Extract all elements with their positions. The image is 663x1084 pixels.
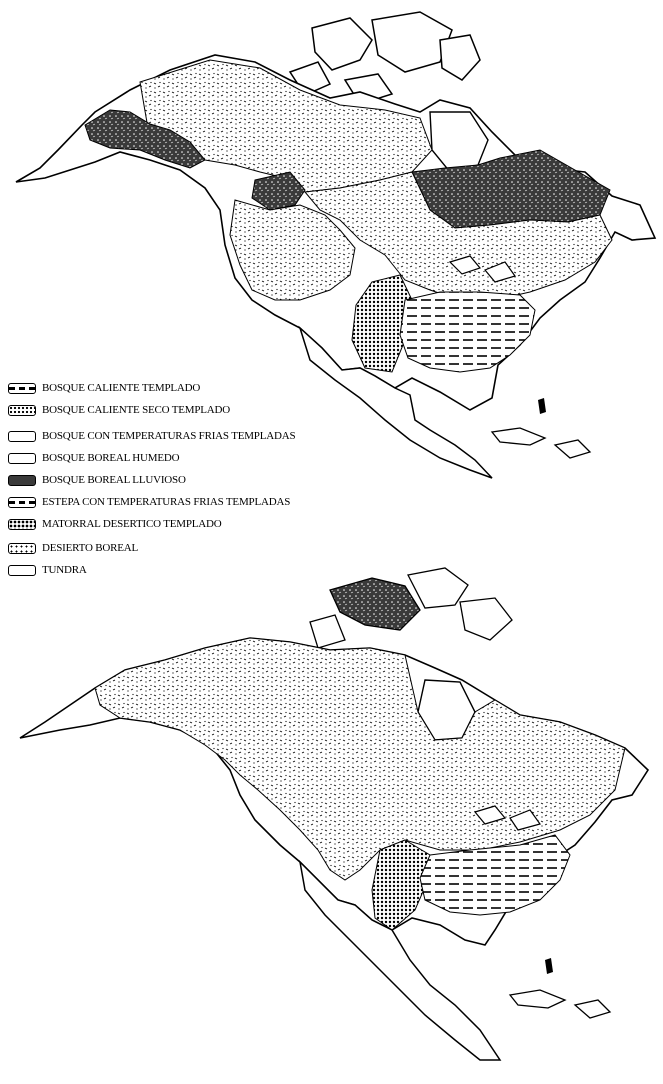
bottom-map <box>19 567 650 1061</box>
great-lake <box>484 261 516 283</box>
region-dense <box>371 839 431 931</box>
arctic-island <box>439 34 481 81</box>
legend-item: BOSQUE BOREAL HUMEDO <box>8 448 180 468</box>
region-speckle-west <box>229 199 356 301</box>
region-dark-west <box>251 171 306 211</box>
hispaniola <box>553 439 592 459</box>
arctic-island <box>329 577 421 631</box>
island <box>538 398 546 414</box>
legend-swatch <box>8 542 36 554</box>
mexico-outline <box>298 325 493 479</box>
legend-label: BOSQUE CALIENTE SECO TEMPLADO <box>42 404 231 416</box>
region-speckle-central <box>304 171 613 301</box>
legend-swatch <box>8 452 36 464</box>
cuba <box>490 427 547 446</box>
region-dense <box>351 274 413 373</box>
legend-item: TUNDRA <box>8 560 87 580</box>
hispaniola <box>573 999 612 1019</box>
legend-label: TUNDRA <box>42 564 87 576</box>
top-map <box>15 11 657 479</box>
cuba <box>508 989 567 1009</box>
legend-item: BOSQUE CALIENTE SECO TEMPLADO <box>8 400 230 420</box>
legend-swatch <box>8 404 36 416</box>
legend-swatch <box>8 564 36 576</box>
arctic-island <box>371 11 453 73</box>
region-dash <box>419 834 571 916</box>
legend-label: BOSQUE BOREAL LLUVIOSO <box>42 474 186 486</box>
great-lake <box>473 805 507 825</box>
legend-label: BOSQUE CON TEMPERATURAS FRIAS TEMPLADAS <box>42 430 296 442</box>
region-dash <box>399 291 536 373</box>
legend-item: DESIERTO BOREAL <box>8 538 138 558</box>
legend-swatch <box>8 382 36 394</box>
legend-item: MATORRAL DESERTICO TEMPLADO <box>8 514 222 534</box>
arctic-island <box>407 567 469 609</box>
legend-item: ESTEPA CON TEMPERATURAS FRIAS TEMPLADAS <box>8 492 290 512</box>
arctic-island <box>309 614 346 649</box>
legend-swatch <box>8 518 36 530</box>
mexico-outline <box>298 859 502 1061</box>
legend-swatch <box>8 496 36 508</box>
legend-item: BOSQUE CON TEMPERATURAS FRIAS TEMPLADAS <box>8 426 296 446</box>
legend-label: DESIERTO BOREAL <box>42 542 139 554</box>
legend-label: MATORRAL DESERTICO TEMPLADO <box>42 518 222 530</box>
arctic-island <box>311 17 373 71</box>
island <box>545 958 553 974</box>
legend-label: BOSQUE CALIENTE TEMPLADO <box>42 382 201 394</box>
region-dark-alaska <box>84 109 206 169</box>
legend-label: BOSQUE BOREAL HUMEDO <box>42 452 180 464</box>
legend-swatch <box>8 430 36 442</box>
legend-item: BOSQUE BOREAL LLUVIOSO <box>8 470 186 490</box>
great-lake <box>509 809 541 831</box>
great-lake <box>448 255 482 275</box>
legend-swatch <box>8 474 36 486</box>
arctic-island <box>459 597 513 641</box>
legend-label: ESTEPA CON TEMPERATURAS FRIAS TEMPLADAS <box>42 496 291 508</box>
legend-item: BOSQUE CALIENTE TEMPLADO <box>8 378 200 398</box>
